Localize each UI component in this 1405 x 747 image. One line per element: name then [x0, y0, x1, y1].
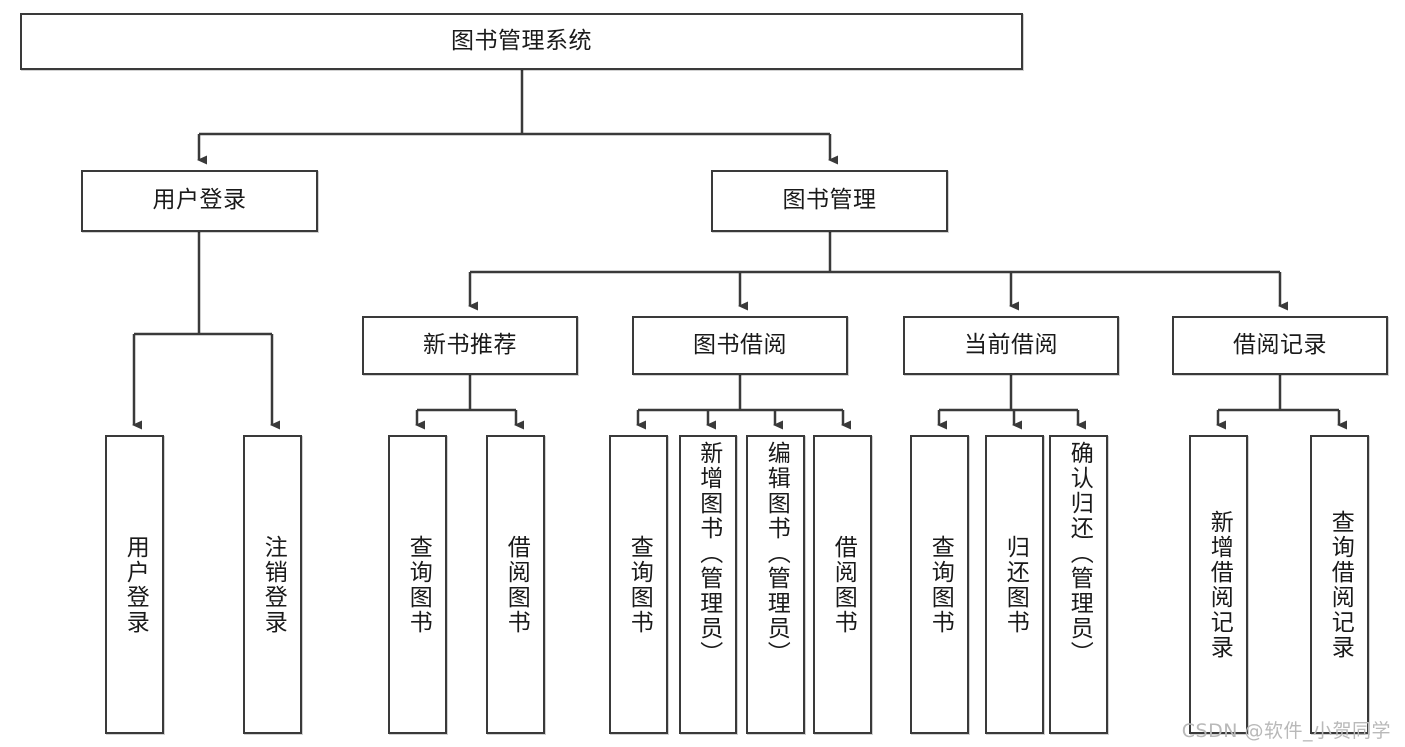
node-root[interactable]: 图书管理系统 [20, 13, 1023, 70]
leaf-borrow-book[interactable]: 借阅图书 [813, 435, 872, 734]
leaf-query-book-current[interactable]: 查询图书 [910, 435, 969, 734]
leaf-user-login[interactable]: 用户登录 [105, 435, 164, 734]
leaf-user-login-label: 用户登录 [122, 534, 149, 635]
leaf-logout-label: 注销登录 [260, 534, 287, 635]
node-user-login[interactable]: 用户登录 [81, 170, 318, 232]
leaf-confirm-return-admin[interactable]: 确认归还（管理员） [1049, 435, 1108, 734]
node-user-login-label: 用户登录 [152, 187, 247, 214]
node-borrow-record-label: 借阅记录 [1233, 331, 1327, 358]
watermark: CSDN @软件_小贺同学 [1181, 720, 1391, 742]
node-book-management-label: 图书管理 [782, 187, 877, 214]
node-book-borrow-label: 图书借阅 [693, 331, 787, 358]
leaf-edit-book-admin-label: 编辑图书（管理员） [763, 441, 790, 666]
leaf-query-book-current-label: 查询图书 [927, 534, 954, 635]
leaf-add-book-admin[interactable]: 新增图书（管理员） [679, 435, 737, 734]
node-new-book-recommend[interactable]: 新书推荐 [362, 316, 578, 375]
leaf-query-borrow-record-label: 查询借阅记录 [1327, 509, 1354, 660]
node-borrow-record[interactable]: 借阅记录 [1172, 316, 1388, 375]
leaf-return-book[interactable]: 归还图书 [985, 435, 1044, 734]
leaf-add-book-admin-label: 新增图书（管理员） [695, 441, 722, 666]
leaf-query-book-recommend-label: 查询图书 [405, 534, 432, 635]
node-new-book-recommend-label: 新书推荐 [423, 331, 517, 358]
leaf-confirm-return-admin-label: 确认归还（管理员） [1066, 441, 1093, 666]
leaf-query-borrow-record[interactable]: 查询借阅记录 [1310, 435, 1369, 734]
leaf-logout[interactable]: 注销登录 [243, 435, 302, 734]
leaf-borrow-book-recommend[interactable]: 借阅图书 [486, 435, 545, 734]
node-book-management[interactable]: 图书管理 [711, 170, 948, 232]
leaf-add-borrow-record[interactable]: 新增借阅记录 [1189, 435, 1248, 734]
node-root-label: 图书管理系统 [451, 27, 592, 54]
node-current-borrow-label: 当前借阅 [964, 331, 1058, 358]
node-book-borrow[interactable]: 图书借阅 [632, 316, 848, 375]
leaf-return-book-label: 归还图书 [1002, 534, 1029, 635]
leaf-borrow-book-label: 借阅图书 [830, 534, 857, 635]
node-current-borrow[interactable]: 当前借阅 [903, 316, 1119, 375]
leaf-edit-book-admin[interactable]: 编辑图书（管理员） [746, 435, 805, 734]
leaf-add-borrow-record-label: 新增借阅记录 [1206, 509, 1233, 660]
leaf-borrow-book-recommend-label: 借阅图书 [503, 534, 530, 635]
leaf-query-book-borrow[interactable]: 查询图书 [609, 435, 668, 734]
leaf-query-book-recommend[interactable]: 查询图书 [388, 435, 447, 734]
leaf-query-book-borrow-label: 查询图书 [626, 534, 653, 635]
